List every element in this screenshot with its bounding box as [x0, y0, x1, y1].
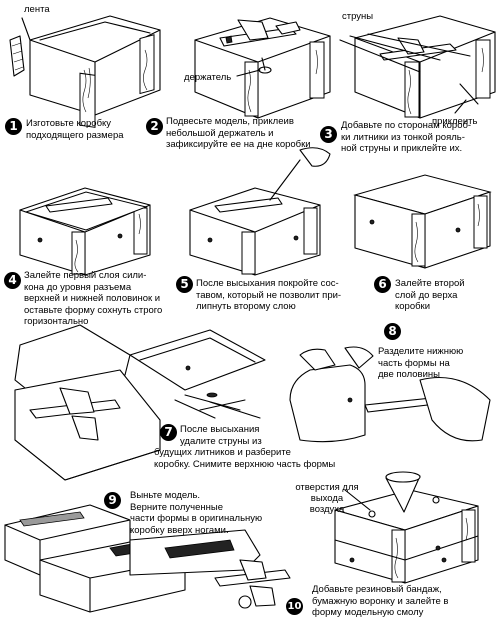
caption-line: часть формы на	[378, 357, 450, 369]
step-number: 3	[320, 126, 337, 143]
caption-line: коробки	[395, 301, 431, 312]
box-with-funnel-illustration	[334, 471, 479, 584]
caption-line: тавом, который не позволит при-	[196, 289, 342, 301]
step-caption: Разделите нижнюю часть формы на две поло…	[378, 346, 463, 381]
step-number: 7	[160, 424, 177, 441]
step-number: 6	[374, 276, 391, 293]
caption-line: слой до верха	[395, 289, 458, 301]
step-number: 4	[4, 272, 21, 289]
box-filled-illustration	[353, 174, 492, 269]
cutting-mould-illustration	[289, 346, 491, 443]
caption-line: части формы в оригинальную	[130, 513, 263, 524]
caption-line: Добавьте резиновый бандаж,	[312, 584, 442, 595]
caption-line: Верните полученные	[130, 501, 223, 513]
caption-line: Добавьте по сторонам короб-	[341, 120, 472, 131]
caption-line: Подвесьте модель, приклеив	[166, 116, 294, 127]
step-caption: Залейте второй слой до верха коробки	[395, 278, 465, 313]
caption-line: коробку вверх ногами.	[130, 524, 229, 536]
caption-line: бумажную воронку и залейте в	[312, 595, 449, 607]
caption-line: ки литники из тонкой рояль-	[341, 131, 465, 143]
step-number: 8	[384, 323, 401, 340]
box-with-model-illustration	[194, 17, 331, 119]
caption-line: Залейте второй	[395, 278, 465, 289]
caption-line: ной струны и приклейте их.	[341, 143, 463, 154]
caption-line: После высыхания покройте сос-	[196, 278, 339, 289]
step-caption: Добавьте резиновый бандаж, бумажную воро…	[312, 584, 448, 619]
mould-half-illustration	[14, 324, 161, 481]
label-vents: отверстия для выхода воздуха	[272, 482, 382, 515]
box-first-layer-illustration	[19, 187, 151, 276]
glue-leader	[454, 99, 467, 114]
disassembled-box-illustration	[129, 329, 266, 419]
caption-line: кона до уровня разъема	[24, 281, 132, 293]
box-with-strings-illustration	[339, 15, 496, 119]
caption-line: будущих литников и разберите	[154, 447, 291, 458]
caption-line: горизонтально	[24, 316, 89, 327]
step-caption: После высыхания удалите струны из	[180, 424, 262, 447]
step-number: 9	[104, 492, 121, 509]
mould-parts-illustration	[4, 504, 261, 613]
label-tape: лента	[24, 4, 50, 15]
step-caption: Добавьте по сторонам короб- ки литники и…	[341, 120, 471, 155]
step-number: 2	[146, 118, 163, 135]
step-number: 10	[286, 598, 303, 615]
caption-line: После высыхания	[180, 424, 260, 435]
label-holder: держатель	[184, 72, 232, 83]
box-coating-illustration	[189, 147, 331, 276]
caption-line: Залейте первый слоя сили-	[24, 270, 147, 281]
tape-strip-illustration	[9, 17, 31, 77]
caption-line: форму модельную смолу	[312, 607, 424, 618]
holder-leader	[236, 69, 261, 77]
caption-line: удалите струны из	[180, 435, 262, 447]
step-caption-continued: будущих литников и разберите коробку. Сн…	[154, 447, 335, 470]
caption-line: коробку. Снимите верхнюю часть формы	[154, 458, 336, 470]
step-number: 5	[176, 276, 193, 293]
caption-line: две половины	[378, 369, 440, 380]
model-plane-illustration	[214, 559, 291, 609]
caption-line: Выньте модель.	[130, 490, 201, 501]
label-vents-line: выхода	[310, 493, 344, 504]
label-vents-line: воздуха	[309, 504, 345, 515]
step-caption: Изготовьте коробку подходящего размера	[26, 118, 124, 141]
caption-line: Разделите нижнюю	[378, 346, 464, 357]
label-vents-line: отверстия для	[295, 482, 359, 493]
step-caption: Подвесьте модель, приклеив небольшой дер…	[166, 116, 311, 151]
caption-line: подходящего размера	[26, 129, 124, 141]
caption-line: небольшой держатель и	[166, 127, 274, 139]
caption-line: верхней и нижней половинок и	[24, 293, 161, 304]
caption-line: липнуть второму слою	[196, 301, 296, 312]
step-caption: Выньте модель. Верните полученные части …	[130, 490, 262, 536]
label-glue: приклеить	[432, 116, 478, 127]
caption-line: Изготовьте коробку	[26, 118, 112, 129]
step-caption: Залейте первый слоя сили- кона до уровня…	[24, 270, 162, 328]
label-strings: струны	[342, 11, 374, 22]
step-caption: После высыхания покройте сос- тавом, кот…	[196, 278, 341, 313]
box-empty-illustration	[29, 15, 161, 128]
step-number: 1	[5, 118, 22, 135]
caption-line: зафиксируйте ее на дне коробки	[166, 139, 311, 150]
caption-line: оставьте форму сохнуть строго	[24, 304, 163, 316]
